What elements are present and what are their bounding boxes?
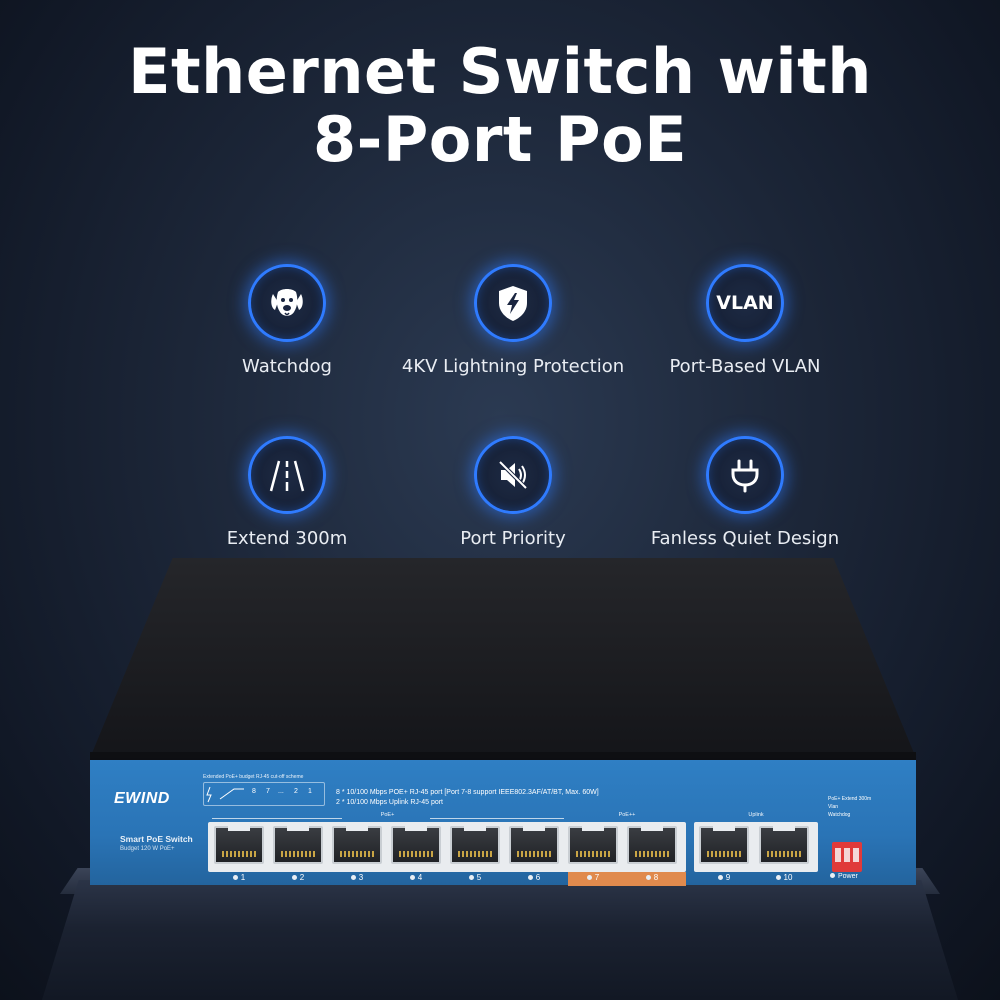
port-led [350,875,356,881]
port-led [291,875,297,881]
feature-label: Fanless Quiet Design [650,528,840,549]
port-number: 3 [332,873,382,882]
rj45-port-3[interactable] [332,825,382,864]
port-led [409,875,415,881]
port-led [468,875,474,881]
poeplus-highlight [568,872,686,886]
feature-label: 4KV Lightning Protection [401,356,625,377]
feature-watchdog: Watchdog [167,264,407,377]
port-number: 4 [391,873,441,882]
spec-line-2: 2 * 10/100 Mbps Uplink RJ-45 port [336,799,443,806]
port-led [586,875,592,881]
port-led [645,875,651,881]
switch-lid [90,558,916,758]
rj45-port-7[interactable] [568,825,618,864]
svg-text:2: 2 [294,788,298,795]
group-label-poeplus: PoE++ [618,812,636,818]
budget-label: Budget 120 W PoE+ [120,846,175,852]
feature-lightning-protection: 4KV Lightning Protection [393,264,633,377]
svg-text:7: 7 [266,788,270,795]
group-line [430,818,564,819]
dip-label-watchdog: Watchdog [828,812,851,818]
switch-front-panel: EWIND Smart PoE Switch Budget 120 W PoE+… [90,758,916,886]
rj45-port-10[interactable] [759,825,809,864]
feature-extend: Extend 300m [167,436,407,549]
model-label: Smart PoE Switch [120,834,193,844]
title-line-2: 8-Port PoE [312,103,688,176]
dip-toggle[interactable] [835,848,841,862]
feature-label: Port Priority [460,528,566,549]
svg-text:...: ... [278,788,284,795]
port-number: 6 [509,873,559,882]
speaker-mute-icon [474,436,552,514]
group-label-uplink: Uplink [748,812,764,818]
rj45-port-2[interactable] [273,825,323,864]
feature-label: Watchdog [242,356,332,377]
dip-toggle[interactable] [853,848,859,862]
port-number: 10 [759,873,809,882]
spec-line-1: 8 * 10/100 Mbps POE+ RJ-45 port [Port 7-… [336,789,599,796]
port-number: 5 [450,873,500,882]
rj45-port-8[interactable] [627,825,677,864]
port-led [527,875,533,881]
rj45-port-4[interactable] [391,825,441,864]
rj45-port-1[interactable] [214,825,264,864]
port-number: 7 [568,873,618,882]
feature-label: Port-Based VLAN [669,356,821,377]
svg-text:1: 1 [308,788,312,795]
dip-label-vlan: Vlan [828,804,839,810]
plug-icon [706,436,784,514]
group-label-poe: PoE+ [380,812,395,818]
group-line [212,818,342,819]
port-led [717,875,723,881]
port-number: 8 [627,873,677,882]
title-line-1: Ethernet Switch with [128,35,872,108]
brand-logo: EWIND [114,790,170,807]
dip-label-extend: PoE+ Extend 300m [828,796,872,802]
pedestal [42,880,958,1000]
scheme-title: Extended PoE+ budget RJ-45 cut-off schem… [203,774,304,780]
port-number: 1 [214,873,264,882]
rj45-port-9[interactable] [699,825,749,864]
dip-toggle[interactable] [844,848,850,862]
port-number: 2 [273,873,323,882]
power-indicator: Power [830,873,858,880]
feature-fanless: Fanless Quiet Design [625,436,865,549]
svg-text:8: 8 [252,788,256,795]
rj45-port-6[interactable] [509,825,559,864]
dip-switch[interactable] [832,842,862,872]
feature-label: Extend 300m [226,528,348,549]
page-title: Ethernet Switch with 8-Port PoE [0,38,1000,174]
road-icon [248,436,326,514]
rj45-port-5[interactable] [450,825,500,864]
scheme-diagram: 8 7 ... 2 1 [203,782,325,806]
power-led [830,873,835,878]
lightning-shield-icon [474,264,552,342]
switch-lid-edge [90,752,916,760]
feature-vlan: VLAN Port-Based VLAN [625,264,865,377]
port-number: 9 [699,873,749,882]
port-led [232,875,238,881]
vlan-icon-text: VLAN [716,292,774,314]
spec-text: 8 * 10/100 Mbps POE+ RJ-45 port [Port 7-… [336,788,599,808]
feature-port-priority: Port Priority [393,436,633,549]
dog-icon [248,264,326,342]
port-led [775,875,781,881]
vlan-icon: VLAN [706,264,784,342]
